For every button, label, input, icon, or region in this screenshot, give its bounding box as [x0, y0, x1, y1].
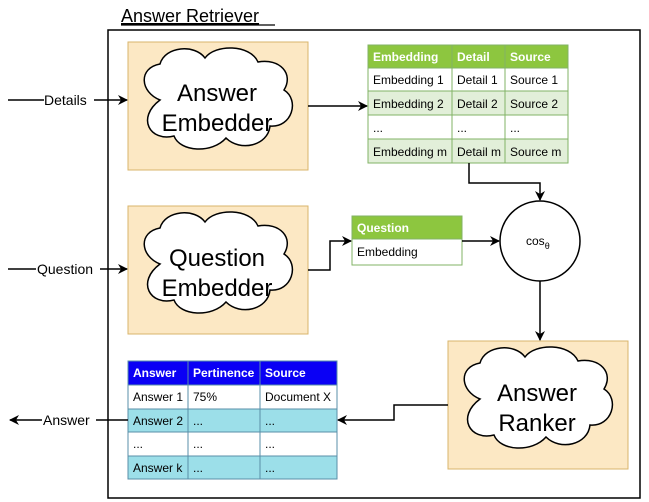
question-embedder-label-line1: Question — [169, 245, 265, 272]
embedding-table-header: Embedding — [373, 50, 438, 64]
answer-ranker-label-line1: Answer — [497, 380, 577, 407]
embedding-table-row-bg — [368, 115, 568, 139]
details-label-bg — [44, 92, 96, 108]
question-embedder-to-table-arrow — [308, 236, 352, 271]
answer-ranker-label-line2: Ranker — [498, 410, 575, 437]
embedding-table-to-cos-arrow — [468, 163, 545, 201]
embedding-table-border — [367, 44, 569, 164]
embedding-table-cell: ... — [510, 121, 520, 135]
cosine-node-label: cosθ — [526, 234, 550, 251]
answer-table-header: Pertinence — [193, 366, 255, 380]
answer-output-label: Answer — [43, 412, 90, 428]
question-embedder-block: Question Embedder — [127, 205, 309, 335]
answer-table-cell: Document X — [265, 390, 331, 404]
answer-table-cell: ... — [193, 437, 203, 451]
answer-table: Answer Pertinence Source Answer 1 75% Do… — [127, 360, 338, 480]
answer-table-cell: ... — [193, 461, 203, 475]
embedding-table-row-bg — [368, 139, 568, 163]
question-embedder-cloud-icon — [143, 211, 294, 314]
embedding-table-header-bg — [368, 45, 568, 68]
answer-table-cell: Answer 1 — [133, 390, 183, 404]
answer-ranker-cloud-icon — [463, 346, 614, 449]
answer-table-cell: ... — [133, 437, 143, 451]
answer-table-header: Answer — [133, 366, 177, 380]
embedding-table-cell: Source m — [510, 145, 561, 159]
answer-embedder-block: Answer Embedder — [127, 41, 309, 171]
question-embedder-label-line2: Embedder — [162, 275, 273, 302]
embedding-table-cell: Detail m — [457, 145, 501, 159]
question-table-cell: Embedding — [357, 245, 418, 259]
diagram-title: Answer Retriever — [121, 6, 259, 26]
details-input-label: Details — [44, 92, 87, 108]
question-table-header: Question — [357, 221, 409, 235]
answer-table-cell: Answer 2 — [133, 414, 183, 428]
embedding-table-row-bg — [368, 91, 568, 115]
embedding-table-cell: ... — [457, 121, 467, 135]
answer-table-row-bg — [128, 385, 337, 409]
embedding-table-cell: Embedding 2 — [373, 97, 444, 111]
question-input-label: Question — [37, 261, 93, 277]
embedding-table-cell: Detail 1 — [457, 73, 498, 87]
answer-ranker-block: Answer Ranker — [447, 340, 629, 470]
answer-retriever-container — [107, 29, 641, 499]
answer-table-header-bg — [128, 361, 337, 385]
embedding-table-cell: Source 1 — [510, 73, 558, 87]
question-table-header-bg — [352, 216, 462, 239]
embedding-table: Embedding Detail Source Embedding 1 Deta… — [367, 44, 569, 164]
embedding-table-cell: Embedding 1 — [373, 73, 444, 87]
cosine-similarity-node: cosθ — [499, 200, 581, 282]
answer-embedder-label-line1: Answer — [177, 80, 257, 107]
answer-table-cell: ... — [265, 414, 275, 428]
embedding-table-row-bg — [368, 68, 568, 91]
answer-table-cell: ... — [265, 437, 275, 451]
answer-table-header: Source — [265, 366, 306, 380]
embedding-table-header: Detail — [457, 50, 490, 64]
embedding-table-header: Source — [510, 50, 551, 64]
embedding-table-cell: ... — [373, 121, 383, 135]
answer-table-row-bg — [128, 409, 337, 432]
ranker-to-answer-table-arrow — [337, 404, 448, 425]
cosine-node-label-text: cos — [526, 234, 545, 248]
answer-table-cell: 75% — [193, 390, 217, 404]
answer-table-cell: Answer k — [133, 461, 183, 475]
answer-table-cell: ... — [265, 461, 275, 475]
answer-table-row-bg — [128, 432, 337, 456]
answer-table-row-bg — [128, 456, 337, 479]
embedding-table-cell: Embedding m — [373, 145, 447, 159]
answer-embedder-label-line2: Embedder — [162, 110, 273, 137]
embedding-table-cell: Source 2 — [510, 97, 558, 111]
answer-table-cell: ... — [193, 414, 203, 428]
question-table: Question Embedding — [351, 215, 463, 266]
answer-embedder-cloud-icon — [143, 47, 294, 150]
question-table-row-bg — [352, 239, 462, 265]
embedding-table-cell: Detail 2 — [457, 97, 498, 111]
cosine-node-subscript: θ — [545, 241, 550, 251]
